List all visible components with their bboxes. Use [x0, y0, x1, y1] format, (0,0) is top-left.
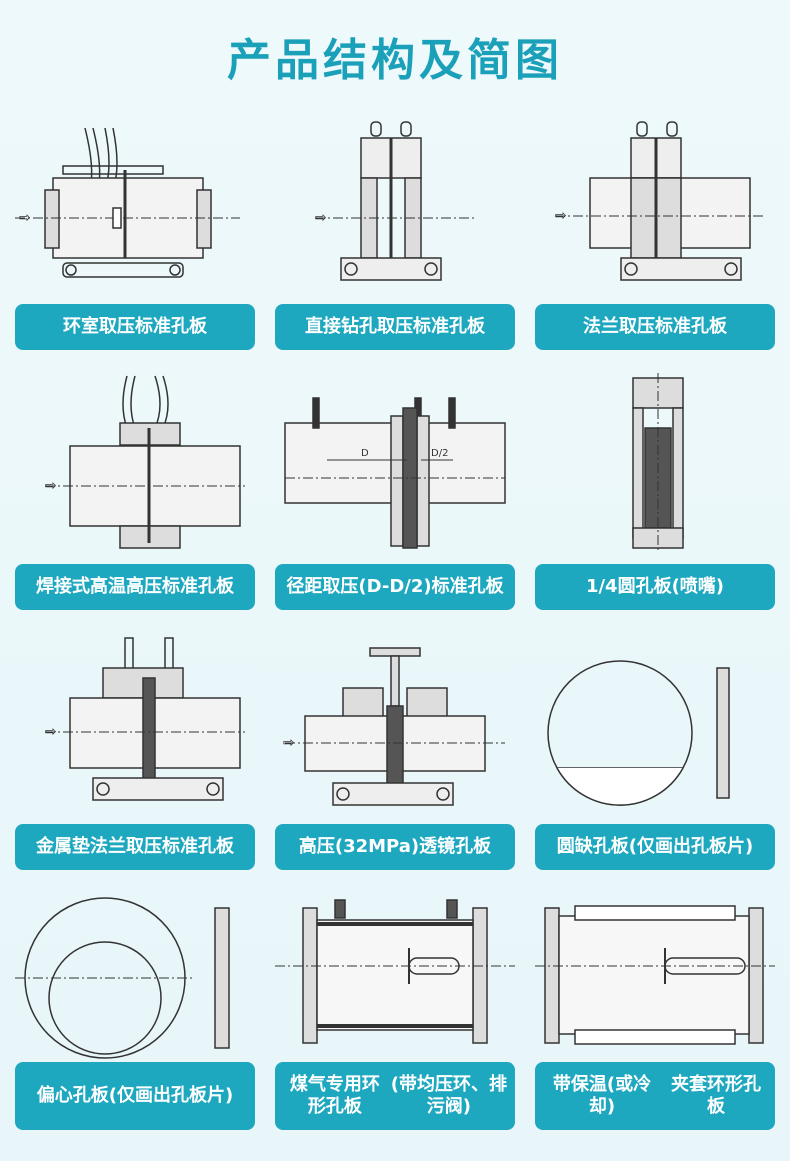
label-flange-tap: 法兰取压标准孔板: [535, 304, 775, 350]
d-d2-tap-orifice-diagram: D D/2: [284, 397, 506, 549]
jacketed-annular-orifice-diagram: [535, 905, 775, 1045]
label-metal-gasket: 金属垫法兰取压标准孔板: [15, 824, 255, 870]
label-gas-annular-line1: 煤气专用环形孔板: [289, 1074, 380, 1117]
diagram-card-d-d2-tap: D D/2 径距取压(D-D/2)标准孔板: [275, 368, 515, 610]
label-jacketed-line2: 夹套环形孔板: [671, 1074, 762, 1117]
segmental-orifice-diagram: [547, 660, 730, 806]
diagram-card-metal-gasket: ⇨ 金属垫法兰取压标准孔板: [15, 628, 255, 870]
dim-label-d2: D/2: [431, 448, 448, 459]
eccentric-orifice-diagram: [15, 897, 230, 1059]
annular-chamber-orifice-diagram: ⇨: [15, 127, 240, 278]
label-d-d2-tap: 径距取压(D-D/2)标准孔板: [275, 564, 515, 610]
label-jacketed-line1: 带保温(或冷却): [552, 1074, 652, 1117]
label-high-pressure-lens: 高压(32MPa)透镜孔板: [275, 824, 515, 870]
label-eccentric: 偏心孔板(仅画出孔板片): [15, 1062, 255, 1130]
svg-text:⇨: ⇨: [283, 735, 295, 751]
high-pressure-lens-orifice-diagram: ⇨: [283, 647, 505, 806]
dim-label-d: D: [361, 448, 369, 459]
label-gas-annular-line2: (带均压环、排污阀): [390, 1074, 508, 1117]
svg-text:⇨: ⇨: [19, 210, 31, 226]
label-annular-chamber: 环室取压标准孔板: [15, 304, 255, 350]
diagram-card-gas-annular: 煤气专用环形孔板 (带均压环、排污阀): [275, 888, 515, 1130]
svg-text:⇨: ⇨: [45, 478, 57, 494]
diagram-card-segmental: 圆缺孔板(仅画出孔板片): [535, 628, 775, 870]
diagram-card-annular-chamber: ⇨ 环室取压标准孔板: [15, 108, 255, 350]
label-segmental: 圆缺孔板(仅画出孔板片): [535, 824, 775, 870]
diagram-card-eccentric: 偏心孔板(仅画出孔板片): [15, 888, 255, 1130]
flange-tap-orifice-diagram: ⇨: [555, 121, 765, 281]
label-direct-drill: 直接钻孔取压标准孔板: [275, 304, 515, 350]
label-quarter-circle: 1/4圆孔板(喷嘴): [535, 564, 775, 610]
diagram-card-direct-drill: ⇨ 直接钻孔取压标准孔板: [275, 108, 515, 350]
label-welded: 焊接式高温高压标准孔板: [15, 564, 255, 610]
direct-drill-orifice-diagram: ⇨: [315, 121, 475, 281]
page-title: 产品结构及简图: [227, 35, 563, 86]
diagram-card-quarter-circle: 1/4圆孔板(喷嘴): [535, 368, 775, 610]
label-gas-annular: 煤气专用环形孔板 (带均压环、排污阀): [275, 1062, 515, 1130]
quarter-circle-orifice-diagram: [632, 373, 684, 553]
svg-text:⇨: ⇨: [315, 210, 327, 226]
diagram-grid: ⇨ 环室取压标准孔板 ⇨ 直接钻孔取压标准孔板: [15, 108, 775, 1130]
gas-annular-orifice-diagram: [275, 899, 515, 1044]
metal-gasket-orifice-diagram: ⇨: [45, 637, 245, 801]
svg-text:⇨: ⇨: [45, 724, 57, 740]
diagram-card-high-pressure-lens: ⇨ 高压(32MPa)透镜孔板: [275, 628, 515, 870]
diagram-card-jacketed: 带保温(或冷却) 夹套环形孔板: [535, 888, 775, 1130]
welded-orifice-diagram: ⇨: [45, 375, 245, 549]
diagram-card-welded: ⇨ 焊接式高温高压标准孔板: [15, 368, 255, 610]
diagram-card-flange-tap: ⇨ 法兰取压标准孔板: [535, 108, 775, 350]
label-jacketed: 带保温(或冷却) 夹套环形孔板: [535, 1062, 775, 1130]
svg-text:⇨: ⇨: [555, 208, 567, 224]
